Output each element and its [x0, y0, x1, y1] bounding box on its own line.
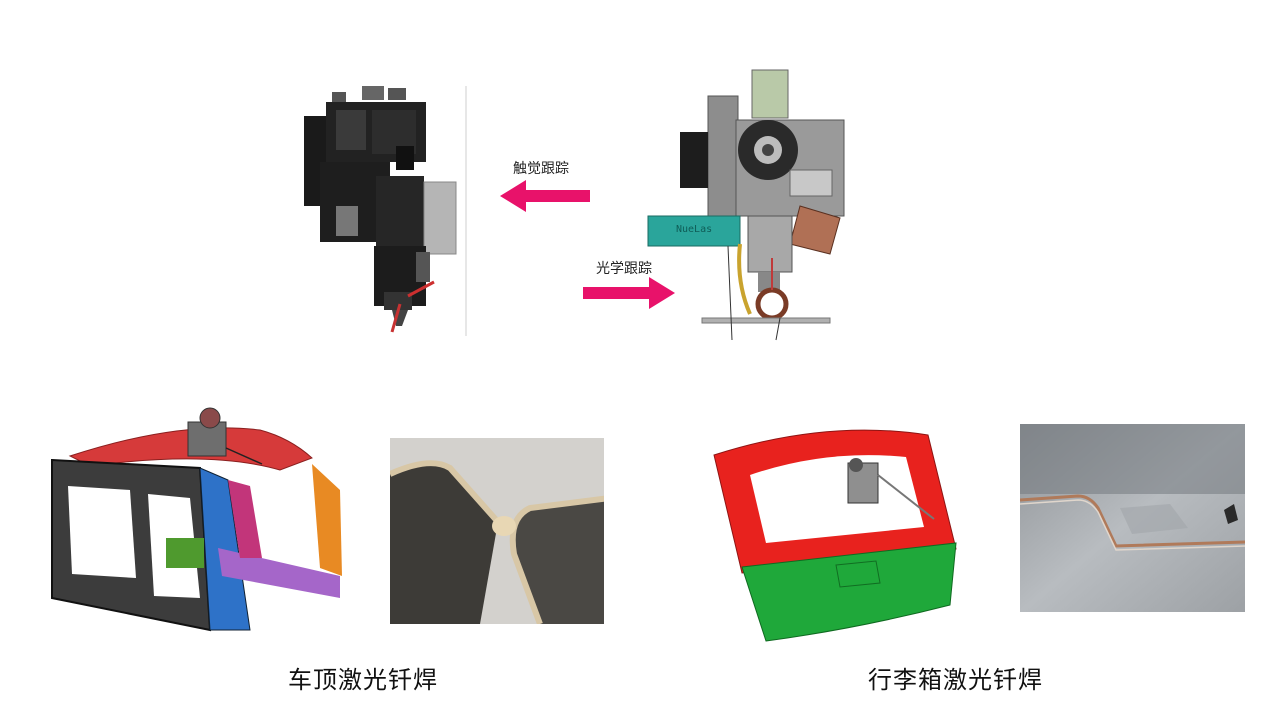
optical-tracking-label: 光学跟踪 [596, 261, 652, 277]
roof-joint-photo [390, 438, 610, 624]
roof-brazing-caption: 车顶激光钎焊 [288, 666, 438, 694]
trunk-lid-image [706, 415, 966, 647]
car-roof-frame-image [50, 398, 350, 633]
optical-tracking-head-image [640, 68, 850, 343]
left-arrow-icon [500, 180, 592, 212]
tactile-tracking-label: 触觉跟踪 [513, 161, 569, 177]
right-arrow-icon [583, 277, 675, 309]
trunk-brazing-caption: 行李箱激光钎焊 [868, 666, 1043, 694]
trunk-seam-photo [1020, 424, 1245, 612]
device-mark-text: NueLas [676, 224, 713, 235]
tactile-tracking-head-image [296, 86, 472, 336]
